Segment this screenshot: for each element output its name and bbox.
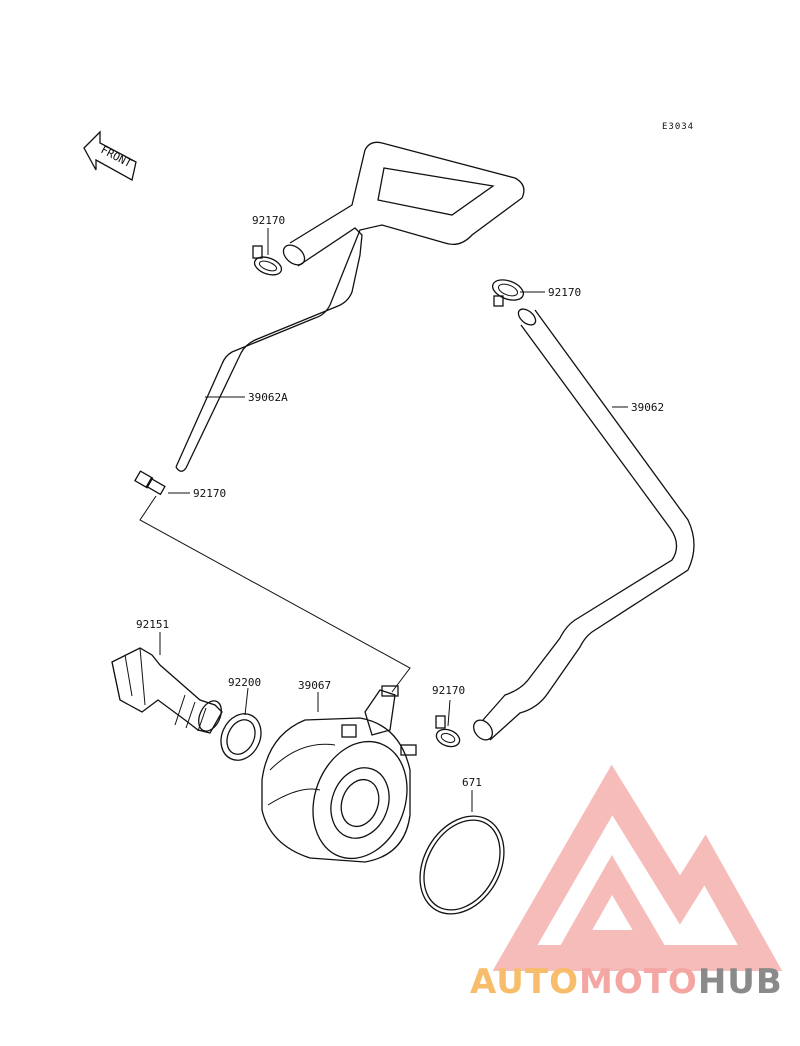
- label-clamp-top-right: 92170: [548, 286, 581, 299]
- clamp-bottom-icon: [435, 715, 461, 748]
- gasket-92200-icon: [220, 713, 262, 761]
- watermark-logo-icon: [492, 764, 783, 971]
- connector-line: [139, 495, 411, 693]
- label-hose-right: 39062: [631, 401, 664, 414]
- watermark-part-moto: MOTO: [578, 962, 698, 1002]
- oil-cooler-39067-icon: [261, 685, 417, 863]
- union-bolt-92151-icon: [111, 647, 223, 734]
- watermark-text: AUTOMOTOHUB: [470, 962, 783, 1002]
- clamp-top-left-icon: [252, 245, 283, 276]
- clamp-top-right-icon: [492, 279, 524, 307]
- label-o-ring: 671: [462, 776, 482, 789]
- label-oil-cooler: 39067: [298, 679, 331, 692]
- fitting-92170-icon: [134, 470, 166, 496]
- diagram-code: E3034: [662, 122, 694, 132]
- watermark-part-hub: HUB: [697, 962, 783, 1002]
- hose-39062a: [175, 141, 525, 472]
- front-arrow-icon: FRONT: [83, 130, 137, 181]
- label-clamp-top-left: 92170: [252, 214, 285, 227]
- label-union-bolt: 92151: [136, 618, 169, 631]
- o-ring-671-icon: [419, 815, 505, 915]
- label-fitting-left: 92170: [193, 487, 226, 500]
- hose-39062: [472, 308, 695, 741]
- label-gasket: 92200: [228, 676, 261, 689]
- leader-lines: [159, 228, 628, 812]
- label-clamp-bottom: 92170: [432, 684, 465, 697]
- watermark-part-auto: AUTO: [470, 962, 579, 1002]
- label-hose-left: 39062A: [248, 391, 288, 404]
